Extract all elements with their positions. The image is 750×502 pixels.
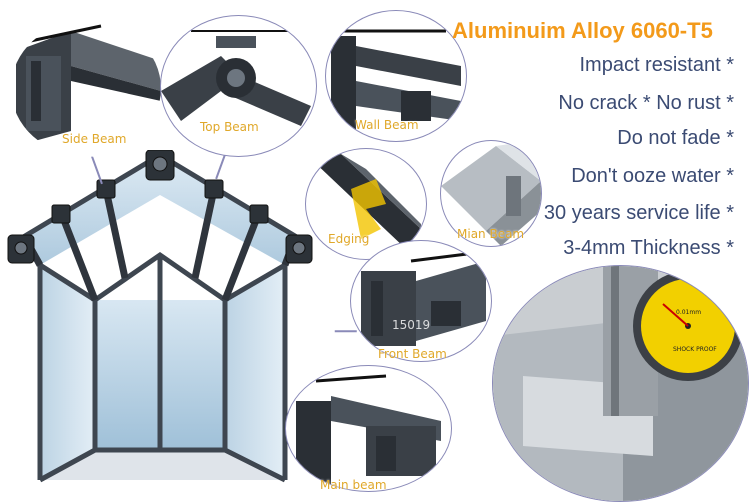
wall-beam-label: Wall Beam: [355, 118, 419, 132]
feature-impact-resistant: Impact resistant *: [579, 54, 734, 76]
front-beam-callout: [350, 240, 492, 362]
main-beam-profile-image: [296, 374, 441, 486]
mian-beam-label: Mian Beam: [457, 227, 525, 241]
caliper-brand-text: SHOCK PROOF: [673, 346, 717, 353]
front-beam-label: Front Beam: [378, 347, 447, 361]
side-beam-callout: [10, 20, 162, 157]
feature-service-life: 30 years service life *: [543, 202, 734, 224]
feature-thickness: 3-4mm Thickness *: [563, 237, 734, 259]
caliper-photo: SHOCK PROOF 0.01mm: [493, 266, 748, 501]
wall-beam-callout: [325, 10, 467, 142]
thickness-measurement-callout: SHOCK PROOF 0.01mm: [492, 265, 749, 502]
front-beam-profile-image: [361, 249, 491, 346]
top-beam-callout: [160, 15, 317, 157]
feature-do-not-fade: Do not fade *: [617, 127, 734, 149]
feature-dont-ooze-water: Don't ooze water *: [571, 165, 734, 187]
material-title: Aluminuim Alloy 6060-T5: [452, 18, 713, 43]
caliper-mark-text: 0.01mm: [676, 309, 701, 316]
edging-callout: [305, 148, 427, 260]
side-beam-label: Side Beam: [62, 132, 127, 146]
edging-profile-image: [311, 154, 421, 249]
main-beam-label: Main beam: [320, 478, 387, 492]
mian-beam-callout: [440, 140, 542, 247]
edging-label: Edging: [328, 232, 370, 246]
top-beam-profile-image: [161, 30, 311, 126]
main-beam-callout: [285, 365, 452, 492]
sunroom-illustration: [0, 150, 320, 500]
feature-no-crack-no-rust: No crack * No rust *: [558, 92, 734, 114]
top-beam-label: Top Beam: [200, 120, 259, 134]
watermark: 15019: [392, 318, 431, 332]
side-beam-profile-image: [16, 24, 161, 146]
connector-line: [334, 330, 357, 332]
